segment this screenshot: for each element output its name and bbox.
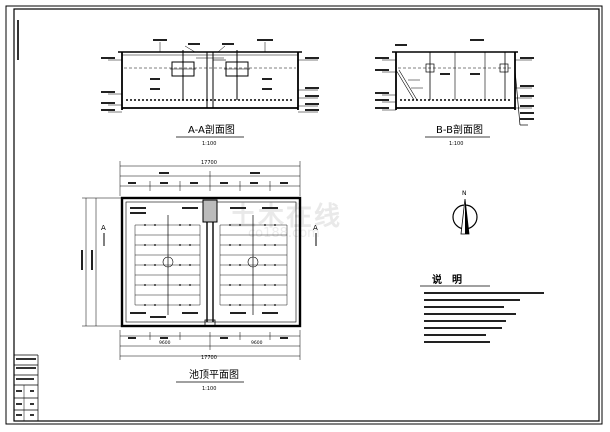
section-aa-tiny-text xyxy=(101,39,319,111)
section-aa xyxy=(108,42,318,113)
section-bb-title: B-B剖面图 xyxy=(436,123,483,136)
north-label: N xyxy=(462,190,467,197)
section-marker-left-label: A xyxy=(101,224,106,232)
watermark-url: co188.com xyxy=(248,226,320,241)
section-bb-scale: 1:100 xyxy=(449,141,463,147)
plan-callout-tiny-text xyxy=(130,207,278,318)
plan-dimensions xyxy=(82,161,301,360)
section-bb xyxy=(382,51,532,126)
left-title-strip xyxy=(13,20,39,421)
inner-border xyxy=(13,8,600,422)
bottom-sub-dim-right: 9600 xyxy=(251,340,263,346)
notes-body-tiny-text xyxy=(424,292,544,343)
plan-title: 池顶平面图 xyxy=(189,368,239,381)
watermark: 土木在线 xyxy=(230,202,343,232)
bottom-sub-dim-left: 9600 xyxy=(159,340,171,346)
section-aa-title: A-A剖面图 xyxy=(188,123,235,136)
section-bb-tiny-text xyxy=(375,39,534,120)
notes-title: 说 明 xyxy=(432,273,462,286)
plan-tank xyxy=(120,196,302,328)
north-arrow xyxy=(452,198,478,235)
outer-border xyxy=(5,5,603,425)
bottom-width-dim: 17700 xyxy=(201,355,217,361)
plan-width-dim: 17700 xyxy=(201,160,217,166)
plan-scale: 1:100 xyxy=(202,386,216,392)
plan-diffuser-dots xyxy=(144,224,276,306)
section-aa-scale: 1:100 xyxy=(202,141,216,147)
section-marker-right-label: A xyxy=(313,224,318,232)
plan-dim-tiny-text xyxy=(81,172,288,339)
